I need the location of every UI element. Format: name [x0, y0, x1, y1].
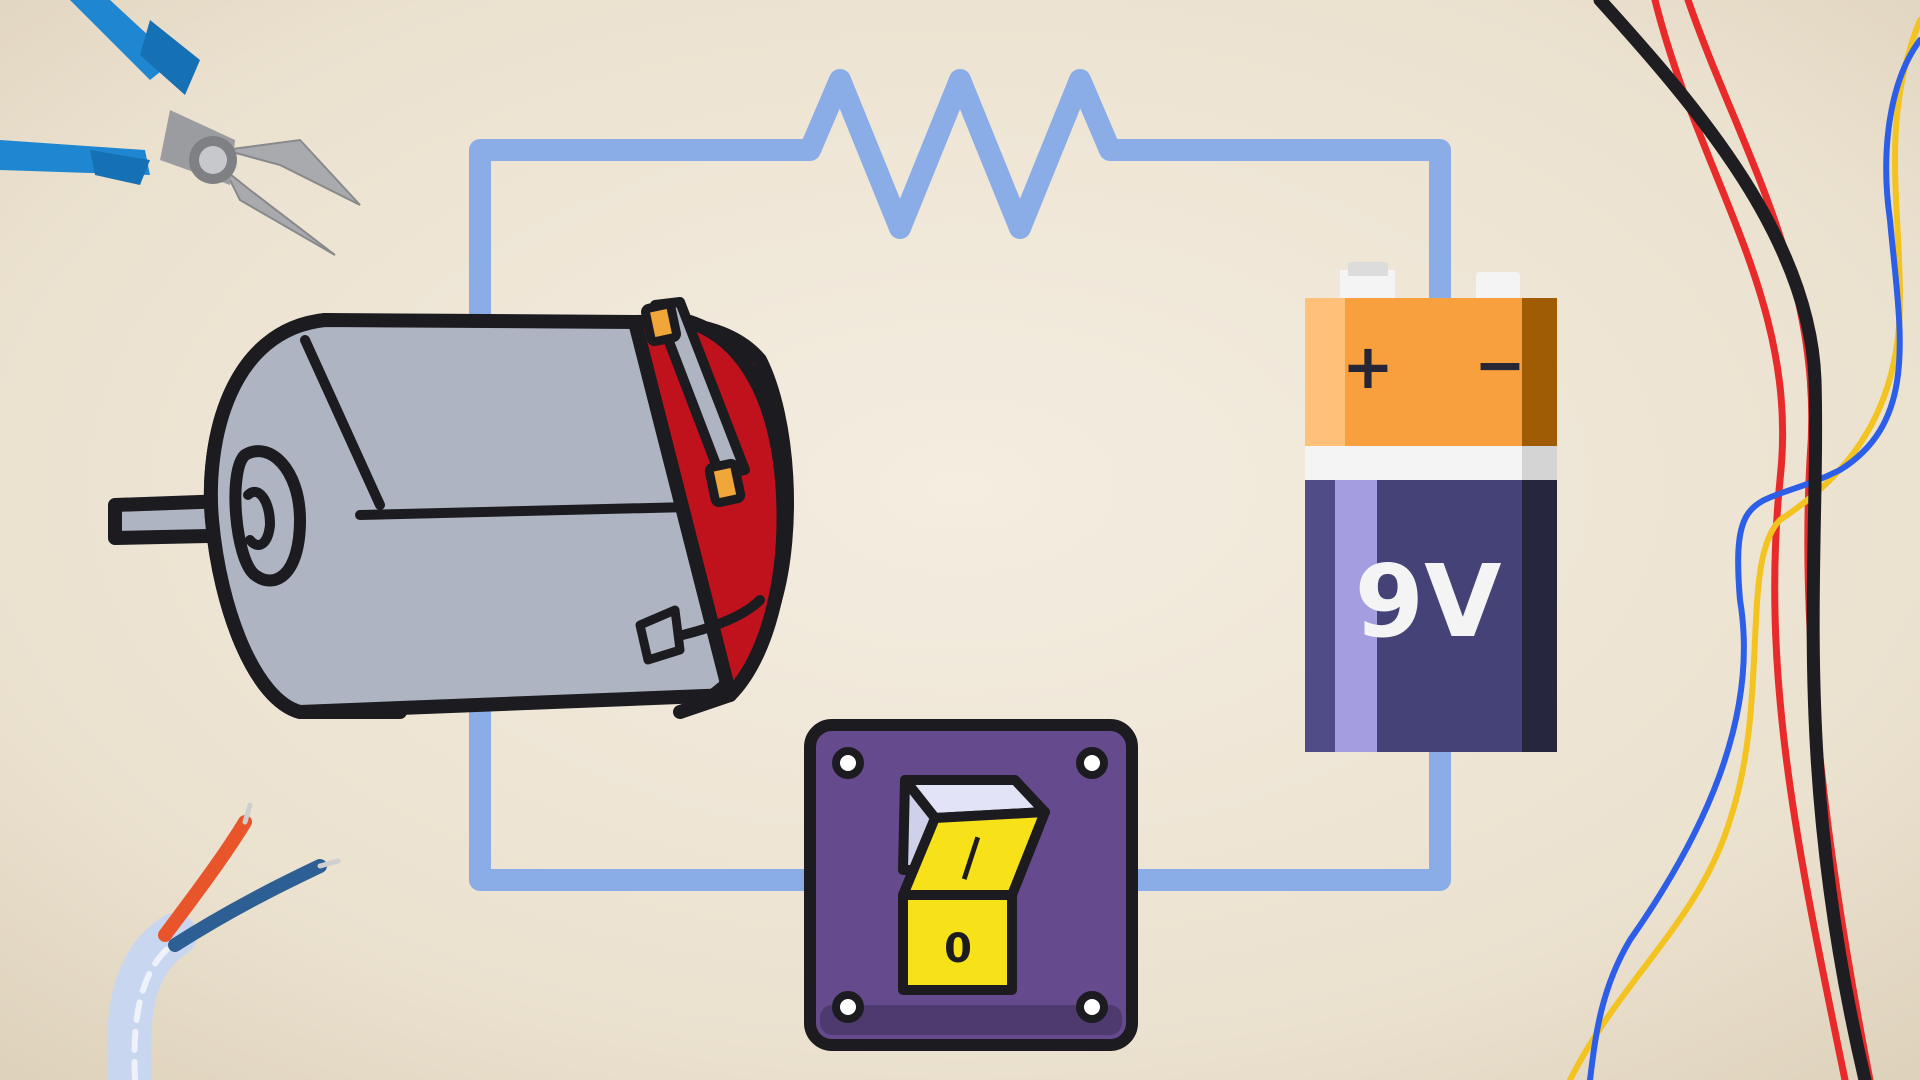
- battery-9v-icon: + − 9V: [1305, 262, 1557, 752]
- circuit-wire: [469, 69, 1451, 891]
- wire-top-with-resistor: [469, 69, 1451, 411]
- switch-off-mark: 0: [944, 926, 972, 972]
- stripped-cable-icon: [106, 802, 341, 1080]
- battery-minus-label: −: [1474, 328, 1526, 401]
- battery-voltage-label: 9V: [1355, 543, 1502, 660]
- rocker-switch-icon: | 0: [804, 719, 1138, 1051]
- colored-wires-icon: [1567, 0, 1920, 1080]
- battery-plus-label: +: [1342, 330, 1394, 403]
- wire-bottom-left: [469, 639, 831, 891]
- wire-cutter-pliers-icon: [0, 0, 361, 256]
- wire-right-lower: [1109, 729, 1451, 891]
- dc-motor-icon: [108, 297, 794, 719]
